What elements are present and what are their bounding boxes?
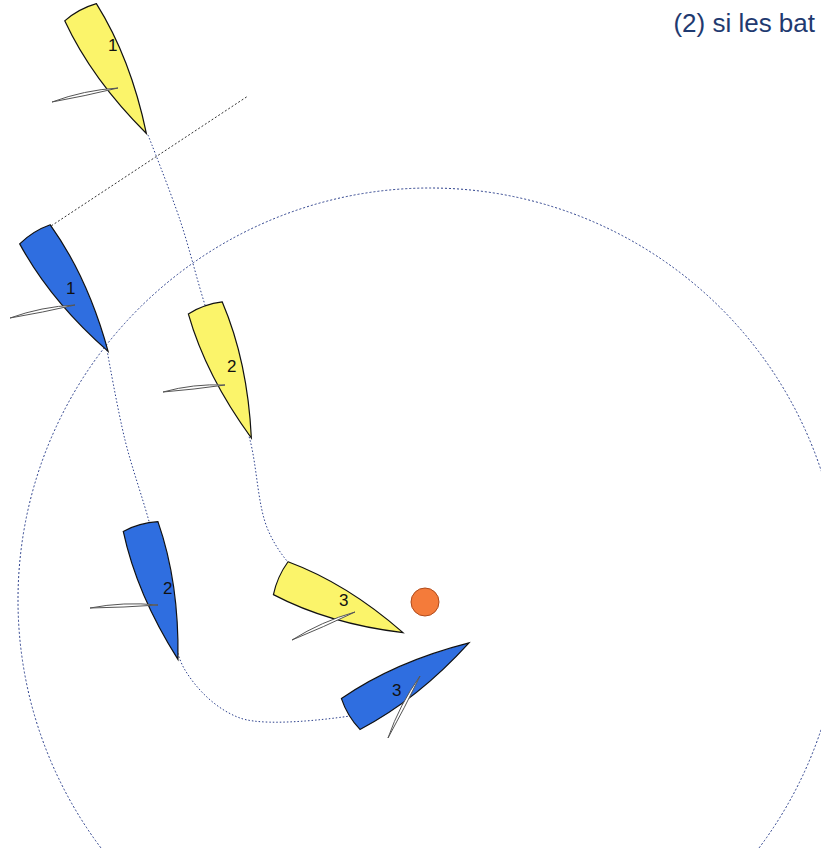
position-number: 1 xyxy=(66,280,75,297)
zone-circle xyxy=(18,188,821,848)
mark-buoy xyxy=(411,588,439,616)
boat-sail xyxy=(90,604,158,608)
boat-sail xyxy=(10,305,75,318)
boat-hull xyxy=(122,520,196,665)
position-number: 2 xyxy=(227,358,236,375)
boat-hull xyxy=(339,627,478,731)
boat-sail xyxy=(388,676,420,738)
position-number: 1 xyxy=(108,37,117,54)
boat-sail xyxy=(52,88,118,102)
boat-hull xyxy=(18,223,124,361)
position-number: 2 xyxy=(163,580,172,597)
boat-sail xyxy=(163,385,225,392)
boat-track xyxy=(148,135,345,605)
boat-sail xyxy=(292,612,355,640)
position-number: 3 xyxy=(392,682,401,699)
rule-heading: (2) si les bat xyxy=(673,10,815,36)
overlap-line xyxy=(48,96,248,228)
position-number: 3 xyxy=(339,592,348,609)
boat-hull xyxy=(187,300,269,444)
boat-track xyxy=(107,350,350,722)
boat-hull xyxy=(63,2,162,143)
boat-hull xyxy=(271,560,410,649)
